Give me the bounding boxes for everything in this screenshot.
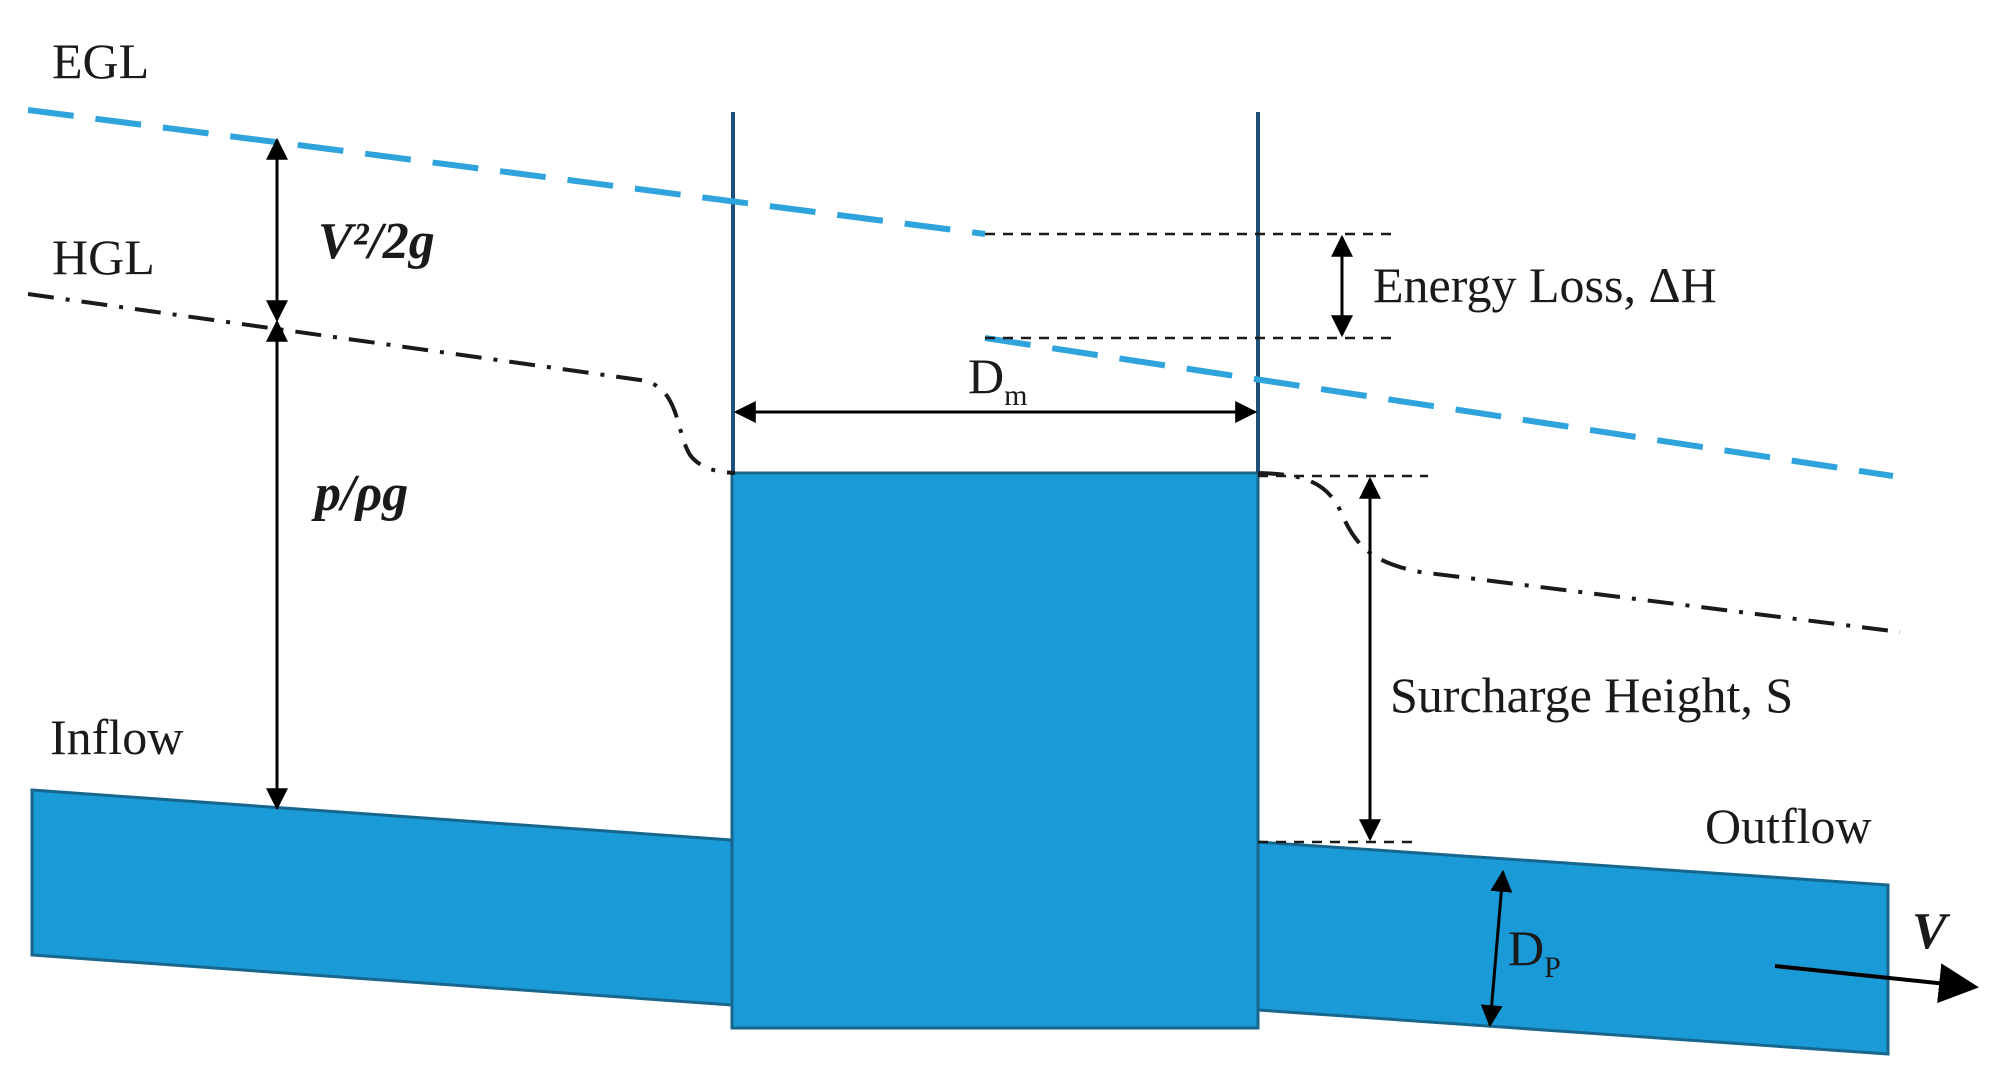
surcharge-height-label: Surcharge Height, S (1390, 667, 1793, 723)
hgl-line-downstream (1257, 471, 1901, 634)
egl-line-upstream (27, 107, 986, 237)
manhole-diameter-base: D (968, 348, 1004, 404)
outflow-pipe (1256, 840, 1890, 1056)
pipe-diameter-arrow (1480, 869, 1513, 1028)
hgl-line-upstream (27, 292, 736, 475)
velocity-head-label: V²/2g (318, 213, 435, 270)
outflow-label: Outflow (1705, 798, 1872, 854)
inflow-pipe (30, 788, 734, 1007)
velocity-arrow (1774, 963, 1979, 1004)
manhole-diameter-subscript: m (1004, 379, 1027, 412)
inflow-label: Inflow (50, 709, 183, 765)
manhole-water (730, 471, 1260, 1030)
pipe-diameter-subscript: P (1544, 951, 1561, 984)
pipe-diameter-label: DP (1508, 920, 1561, 984)
velocity-label: V (1912, 903, 1951, 960)
manhole-diameter-label: Dm (968, 348, 1027, 412)
egl-line-downstream (984, 335, 1894, 479)
pressure-head-label: p/ρg (311, 465, 408, 522)
pipe-diameter-base: D (1508, 920, 1544, 976)
egl-label: EGL (52, 33, 149, 89)
energy-loss-label: Energy Loss, ΔH (1373, 257, 1717, 313)
hgl-label: HGL (52, 229, 155, 285)
